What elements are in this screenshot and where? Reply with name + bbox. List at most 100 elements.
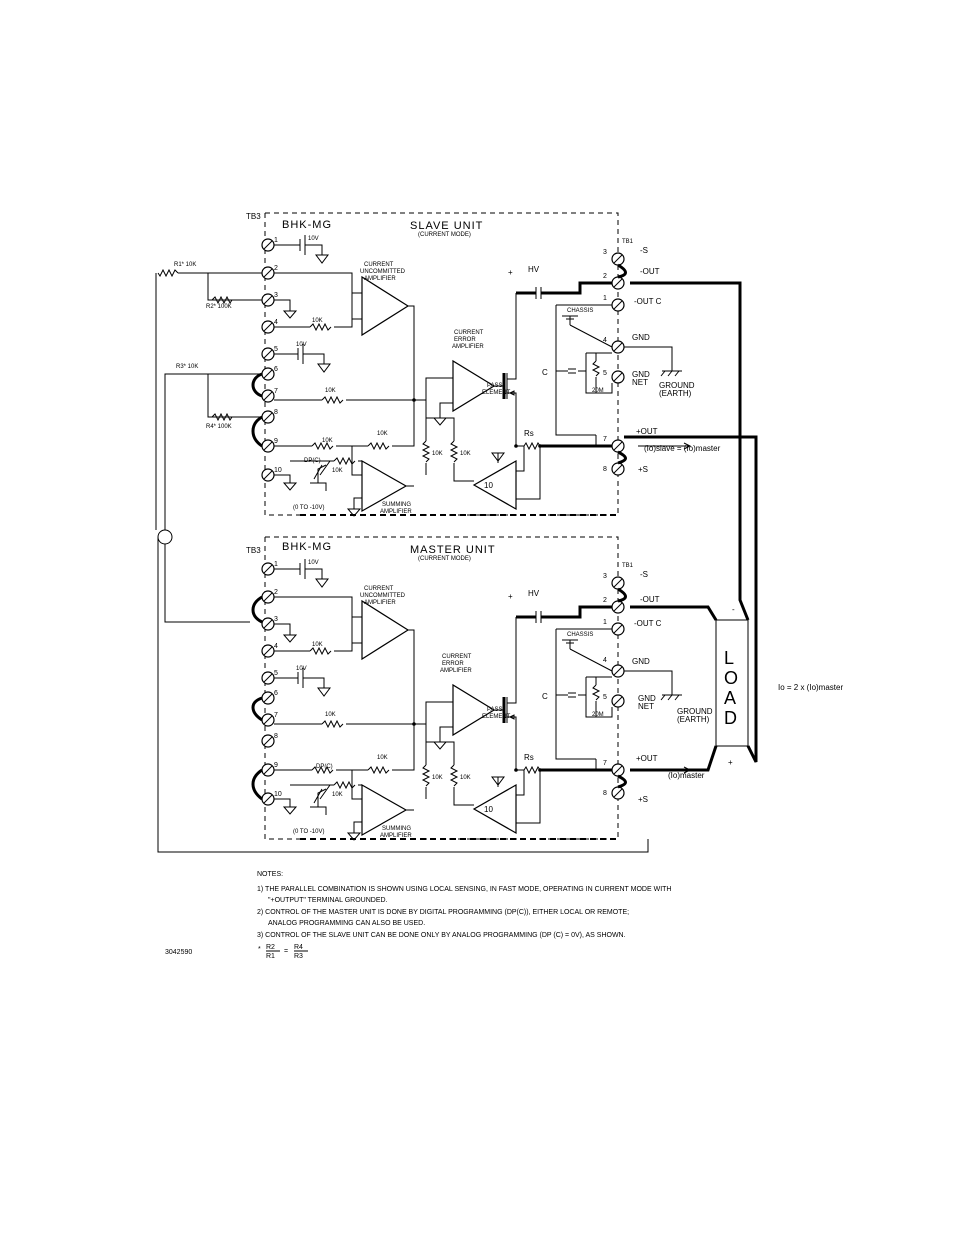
svg-text:R4: R4: [294, 944, 303, 951]
slave-tb3-numbers: 123 456 789 10 321 457 8: [274, 237, 607, 474]
svg-text:6: 6: [274, 366, 278, 373]
svg-text:CHASSIS: CHASSIS: [567, 308, 593, 314]
svg-text:5: 5: [274, 670, 278, 677]
svg-text:DP(C): DP(C): [304, 458, 321, 464]
note-1-line-2: "+OUTPUT" TERMINAL GROUNDED.: [268, 897, 388, 904]
svg-text:10K: 10K: [322, 438, 333, 444]
svg-text:10K: 10K: [332, 792, 343, 798]
svg-text:CHASSIS: CHASSIS: [567, 632, 593, 638]
svg-text:10: 10: [274, 467, 282, 474]
svg-text:-S: -S: [640, 570, 648, 579]
note-3: 3) CONTROL OF THE SLAVE UNIT CAN BE DONE…: [257, 932, 626, 939]
slave-component-labels: 10V CURRENT UNCOMMITTED AMPLIFIER 10K 10…: [293, 236, 695, 515]
load-letter-d: D: [724, 708, 739, 728]
svg-text:=: =: [284, 948, 288, 955]
slave-title: SLAVE UNIT: [410, 220, 483, 232]
load-plus-sign: +: [728, 758, 733, 767]
note-2-line-2: ANALOG PROGRAMMING CAN ALSO BE USED.: [268, 920, 425, 927]
svg-text:3: 3: [603, 573, 607, 580]
svg-text:10K: 10K: [377, 755, 388, 761]
slave-tb3-label: TB3: [246, 212, 261, 221]
svg-text:1: 1: [603, 619, 607, 626]
slave-mode: (CURRENT MODE): [418, 232, 471, 238]
svg-text:AMPLIFIER: AMPLIFIER: [380, 833, 412, 839]
svg-text:8: 8: [603, 790, 607, 797]
svg-text:GND: GND: [638, 694, 656, 703]
svg-text:10K: 10K: [312, 318, 323, 324]
svg-text:10: 10: [484, 481, 493, 490]
svg-text:4: 4: [274, 319, 278, 326]
svg-text:(EARTH): (EARTH): [677, 715, 710, 724]
svg-text:2: 2: [603, 273, 607, 280]
svg-text:HV: HV: [528, 265, 540, 274]
svg-text:10K: 10K: [460, 451, 471, 457]
load-box: [715, 619, 749, 747]
svg-text:(EARTH): (EARTH): [659, 389, 692, 398]
svg-text:10V: 10V: [296, 342, 307, 348]
svg-text:8: 8: [603, 466, 607, 473]
svg-text:R3: R3: [294, 953, 303, 960]
notes-heading: NOTES:: [257, 871, 283, 878]
svg-text:+OUT: +OUT: [636, 754, 658, 763]
master-tb3-label: TB3: [246, 546, 261, 555]
svg-text:10K: 10K: [460, 775, 471, 781]
svg-text:+S: +S: [638, 465, 648, 474]
svg-text:2: 2: [274, 589, 278, 596]
svg-text:2: 2: [274, 265, 278, 272]
svg-text:AMPLIFIER: AMPLIFIER: [452, 344, 484, 350]
svg-text:SUMMING: SUMMING: [382, 502, 411, 508]
svg-text:8: 8: [274, 733, 278, 740]
svg-text:5: 5: [603, 694, 607, 701]
slave-output-current-label: (Io)slave = (Io)master: [644, 444, 721, 453]
resistor-ratio-formula: * R2 R1 = R4 R3: [258, 944, 308, 960]
svg-text:3: 3: [603, 249, 607, 256]
svg-text:HV: HV: [528, 589, 540, 598]
svg-text:10K: 10K: [325, 388, 336, 394]
svg-text:SUMMING: SUMMING: [382, 826, 411, 832]
note-2-line-1: 2) CONTROL OF THE MASTER UNIT IS DONE BY…: [257, 909, 629, 916]
svg-text:10K: 10K: [325, 712, 336, 718]
svg-text:10: 10: [484, 805, 493, 814]
svg-text:7: 7: [603, 760, 607, 767]
svg-text:*: *: [258, 946, 261, 953]
svg-text:PASS: PASS: [487, 383, 503, 389]
svg-text:GND: GND: [632, 657, 650, 666]
r4-label: R4* 100K: [206, 424, 232, 430]
svg-text:10K: 10K: [432, 451, 443, 457]
master-mode: (CURRENT MODE): [418, 556, 471, 562]
load-letter-a: A: [724, 688, 738, 708]
svg-text:9: 9: [274, 438, 278, 445]
svg-text:7: 7: [603, 436, 607, 443]
svg-text:UNCOMMITTED: UNCOMMITTED: [360, 269, 406, 275]
total-current-label: Io = 2 x (Io)master: [778, 683, 843, 692]
r1-label: R1* 10K: [174, 262, 196, 268]
svg-text:Rs: Rs: [524, 429, 534, 438]
svg-text:10V: 10V: [296, 666, 307, 672]
svg-text:C: C: [542, 692, 548, 701]
master-tb1-label: TB1: [622, 563, 634, 569]
svg-text:4: 4: [603, 337, 607, 344]
svg-text:R2: R2: [266, 944, 275, 951]
slave-model: BHK-MG: [282, 219, 332, 231]
master-tb3-numbers: 123 456 789 10 321 457 8: [274, 561, 607, 798]
svg-text:CURRENT: CURRENT: [442, 654, 472, 660]
svg-text:20M: 20M: [592, 712, 604, 718]
svg-text:-OUT: -OUT: [640, 595, 660, 604]
svg-text:3: 3: [274, 616, 278, 623]
master-output-current-label: (Io)master: [668, 771, 705, 780]
svg-text:4: 4: [274, 643, 278, 650]
svg-text:ELEMENT: ELEMENT: [482, 714, 511, 720]
load-letter-o: O: [724, 668, 740, 688]
svg-text:ELEMENT: ELEMENT: [482, 390, 511, 396]
note-1-line-1: 1) THE PARALLEL COMBINATION IS SHOWN USI…: [257, 886, 671, 893]
svg-text:AMPLIFIER: AMPLIFIER: [440, 668, 472, 674]
svg-text:AMPLIFIER: AMPLIFIER: [380, 509, 412, 515]
svg-text:-OUT: -OUT: [640, 267, 660, 276]
svg-text:CURRENT: CURRENT: [454, 330, 484, 336]
svg-text:GND: GND: [632, 370, 650, 379]
svg-text:AMPLIFIER: AMPLIFIER: [364, 276, 396, 282]
svg-text:1: 1: [274, 561, 278, 568]
r2-label: R2* 100K: [206, 304, 232, 310]
